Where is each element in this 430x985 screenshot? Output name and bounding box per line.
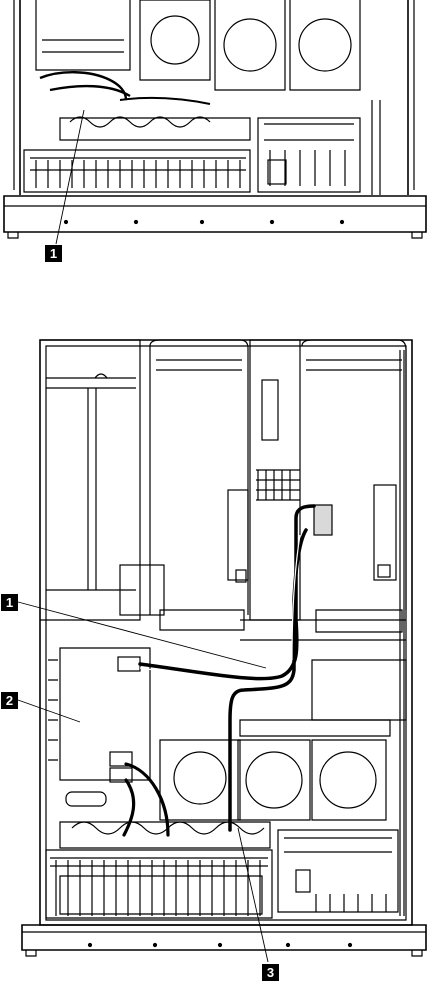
callout-3: 3 bbox=[262, 964, 279, 981]
bottom-chassis-view bbox=[18, 340, 426, 962]
top-chassis-view bbox=[4, 0, 426, 244]
callout-2: 2 bbox=[1, 692, 18, 709]
callout-1-top: 1 bbox=[45, 245, 62, 262]
callout-1-bottom: 1 bbox=[1, 594, 18, 611]
